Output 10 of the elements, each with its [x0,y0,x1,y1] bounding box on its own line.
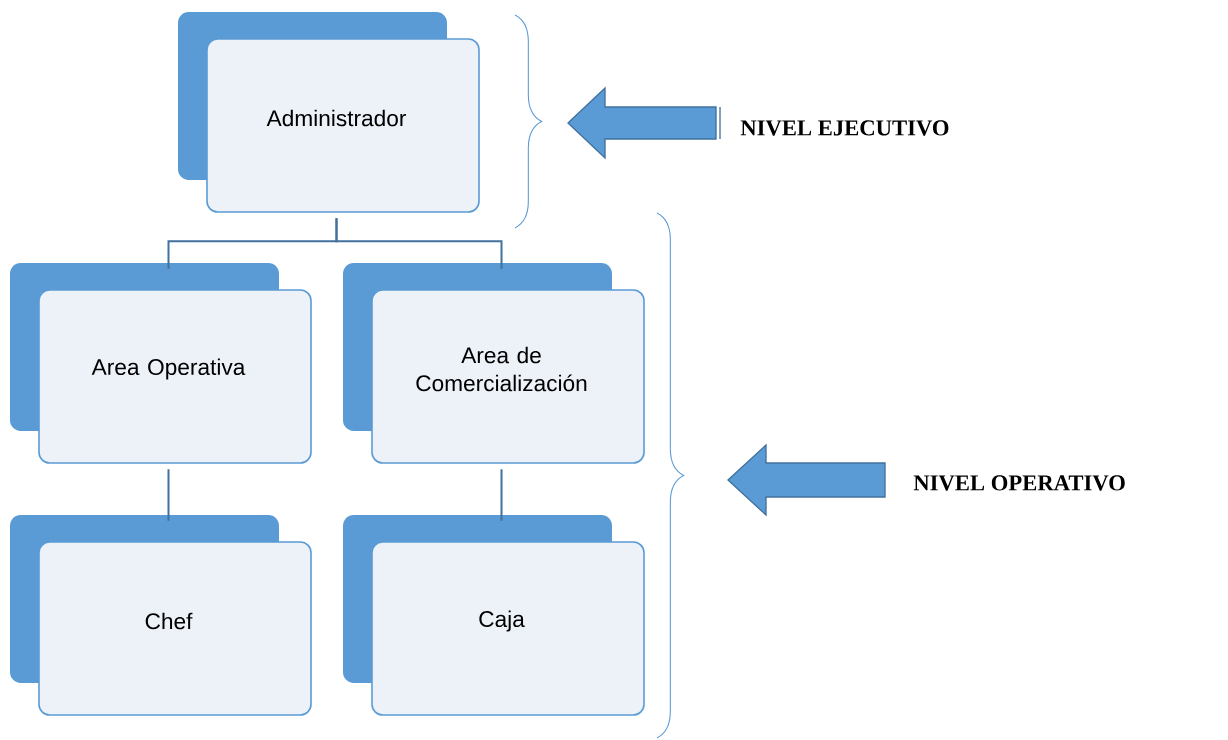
connector-line [167,468,170,522]
org-box: Caja [343,515,645,716]
level-label: NIVEL EJECUTIVO [740,120,949,136]
connector-line [335,217,503,270]
org-box: Area Operativa [10,263,312,464]
connector-line [500,468,503,522]
level-label: NIVEL OPERATIVO [913,475,1125,491]
org-box: Administrador [178,12,480,213]
org-box: Area de Comercialización [343,263,645,464]
org-box: Chef [10,515,312,716]
